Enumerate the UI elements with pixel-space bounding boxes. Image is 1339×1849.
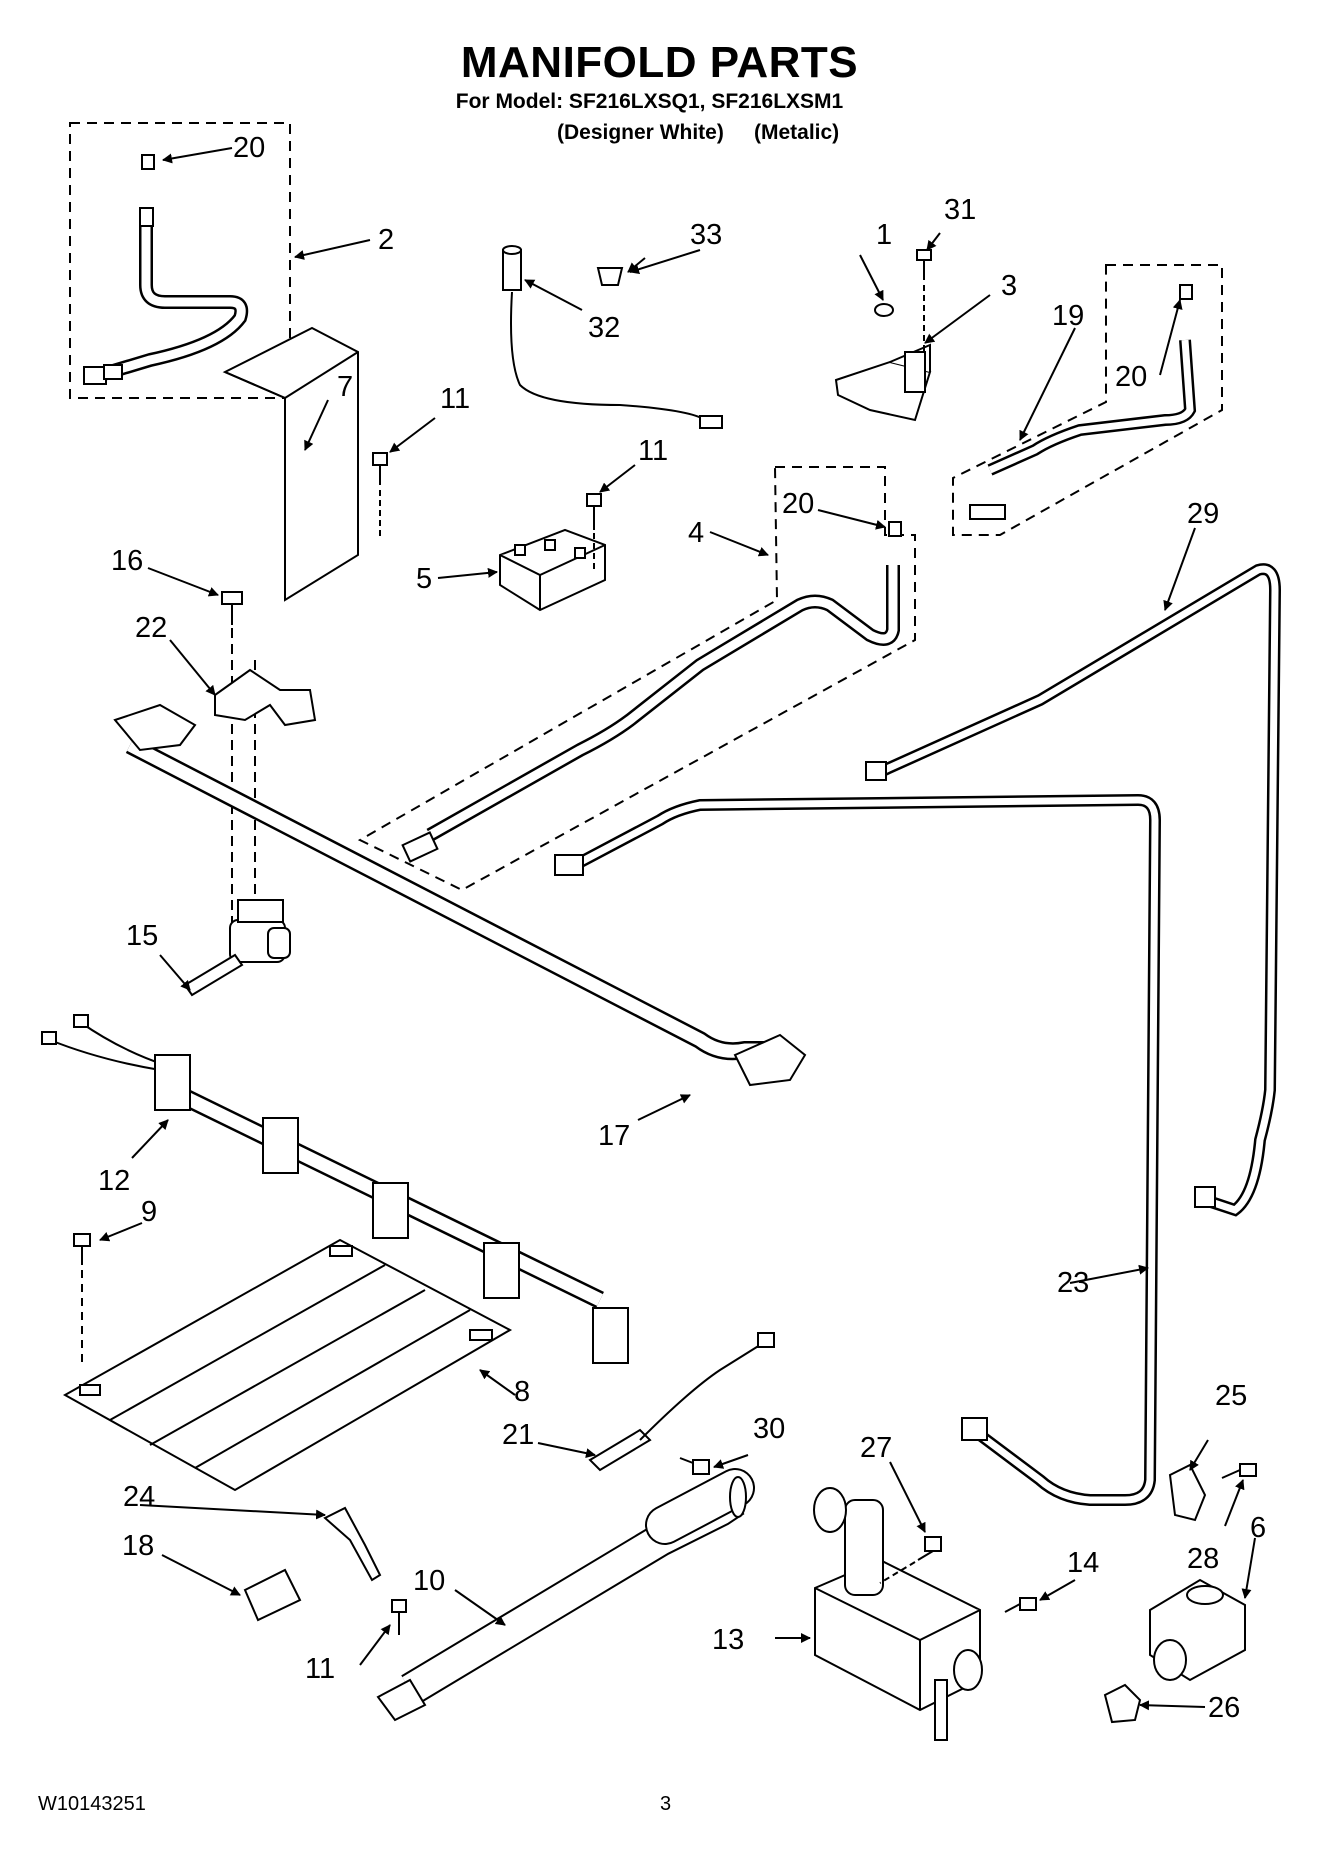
- part-11-screw-a: [372, 452, 388, 540]
- callout-15: 15: [126, 920, 158, 952]
- part-17-manifold-pipe: [113, 703, 807, 1087]
- variant-designer-white: (Designer White): [557, 121, 724, 144]
- callout-8: 8: [514, 1376, 530, 1408]
- callout-21: 21: [502, 1419, 534, 1451]
- part-9-screw: [73, 1233, 91, 1365]
- callout-3: 3: [1001, 270, 1017, 302]
- callout-4: 4: [688, 517, 704, 549]
- callout-2: 2: [378, 224, 394, 256]
- page-title: MANIFOLD PARTS: [460, 38, 859, 87]
- part-29-gas-tube: [865, 563, 1282, 1217]
- callout-11-a: 11: [440, 383, 470, 415]
- part-4-gas-tube: [401, 565, 900, 863]
- part-5-switch-block: [499, 528, 606, 612]
- part-16-screw: [221, 591, 256, 930]
- part-24-clip: [323, 1506, 382, 1582]
- callout-18: 18: [122, 1530, 154, 1562]
- part-25-bracket: [1168, 1463, 1207, 1522]
- part-32-spark-electrode: [502, 245, 723, 429]
- group-box-2: [69, 122, 291, 399]
- part-20-nut-b: [888, 521, 902, 537]
- callout-19: 19: [1052, 300, 1084, 332]
- part-2-gas-tube: [83, 207, 249, 385]
- callout-28: 28: [1187, 1543, 1219, 1575]
- part-6-regulator: [1149, 1578, 1246, 1682]
- callout-12: 12: [98, 1165, 130, 1197]
- callout-24: 24: [123, 1481, 155, 1513]
- part-12-valves: [154, 1054, 629, 1364]
- part-27-screw: [879, 1536, 942, 1584]
- callout-26: 26: [1208, 1692, 1240, 1724]
- variant-metalic: (Metalic): [754, 121, 840, 144]
- callout-27: 27: [860, 1432, 892, 1464]
- callout-20-b: 20: [782, 488, 814, 520]
- part-30-screw: [679, 1457, 710, 1475]
- callout-17: 17: [598, 1120, 630, 1152]
- callout-11-c: 11: [305, 1653, 335, 1685]
- part-14-screw: [1004, 1597, 1037, 1613]
- callout-1: 1: [876, 219, 892, 251]
- callout-11-b: 11: [638, 435, 668, 467]
- model-line: For Model: SF216LXSQ1, SF216LXSM1: [455, 90, 844, 113]
- callout-10: 10: [413, 1565, 445, 1597]
- part-19-gas-tube: [969, 284, 1197, 520]
- callout-6: 6: [1250, 1512, 1266, 1544]
- part-21-igniter: [588, 1332, 775, 1472]
- callout-32: 32: [588, 312, 620, 344]
- part-3-bracket: [834, 343, 932, 422]
- part-10-burner-tube: [376, 1468, 755, 1722]
- part-11-screw-b: [586, 493, 602, 570]
- callout-numbers: 1 2 3 4 5 6 7 8 9 10 11 11 11 12 13 14 1…: [98, 132, 1266, 1724]
- group-box-19: [952, 264, 1223, 536]
- callout-33: 33: [690, 219, 722, 251]
- callout-5: 5: [416, 563, 432, 595]
- part-7-shield: [222, 326, 359, 602]
- callout-25: 25: [1215, 1380, 1247, 1412]
- callout-9: 9: [141, 1196, 157, 1228]
- part-26-fitting: [1103, 1683, 1142, 1724]
- part-13-burner-base: [813, 1487, 983, 1741]
- callout-30: 30: [753, 1413, 785, 1445]
- part-23-gas-tube: [554, 793, 1162, 1506]
- page-number: 3: [660, 1793, 672, 1815]
- callout-29: 29: [1187, 498, 1219, 530]
- callout-13: 13: [712, 1624, 744, 1656]
- part-22-bracket: [214, 668, 317, 727]
- part-15-valve: [183, 899, 291, 997]
- callout-7: 7: [337, 371, 353, 403]
- callout-16: 16: [111, 545, 143, 577]
- callout-20-c: 20: [1115, 361, 1147, 393]
- callout-22: 22: [135, 612, 167, 644]
- leader-arrows: [99, 147, 1256, 1711]
- callout-23: 23: [1057, 1267, 1089, 1299]
- part-33-grommet: [596, 267, 624, 286]
- dashed-group-boxes: [69, 122, 1223, 892]
- part-28-screw: [1221, 1463, 1257, 1479]
- part-1-nut: [874, 303, 894, 317]
- group-box-4: [357, 466, 916, 892]
- part-20-nut-a: [141, 154, 155, 170]
- part-31-screw: [916, 249, 932, 355]
- callout-31: 31: [944, 194, 976, 226]
- part-8-heat-shield: [62, 1238, 513, 1492]
- callout-20-a: 20: [233, 132, 265, 164]
- callout-14: 14: [1067, 1547, 1099, 1579]
- document-number: W10143251: [38, 1793, 146, 1815]
- part-18-clip: [243, 1568, 302, 1622]
- part-11-screw-c: [391, 1599, 407, 1635]
